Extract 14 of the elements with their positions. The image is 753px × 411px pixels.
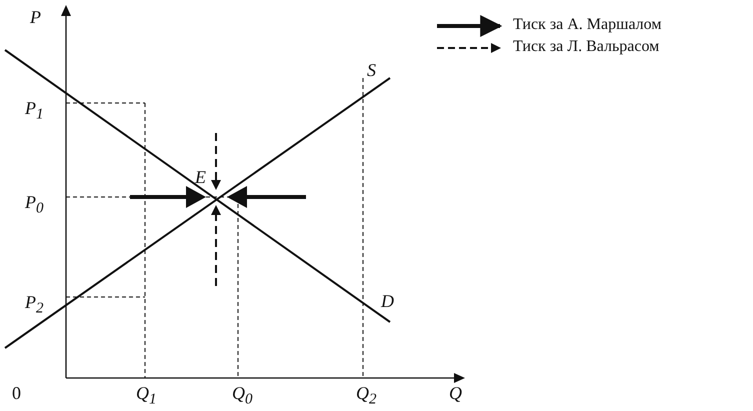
equilibrium-label: E [195,167,206,187]
quantity-label: Q$_{0}$ [232,383,252,410]
legend-text: Тиск за Л. Вальрасом [513,37,660,57]
price-label: P$_{0}$ [25,192,44,219]
quantity-label: Q$_{1}$ [136,383,156,410]
legend-text: Тиск за А. Маршалом [513,15,662,35]
price-label: P$_{2}$ [25,292,44,319]
demand-curve-label: D [381,291,394,311]
axis-label: P [30,7,41,27]
price-label: P$_{1}$ [25,98,44,125]
origin-label: 0 [12,383,21,403]
axis-label: Q [449,383,462,403]
quantity-label: Q$_{2}$ [356,383,376,410]
supply-curve-label: S [367,60,376,80]
